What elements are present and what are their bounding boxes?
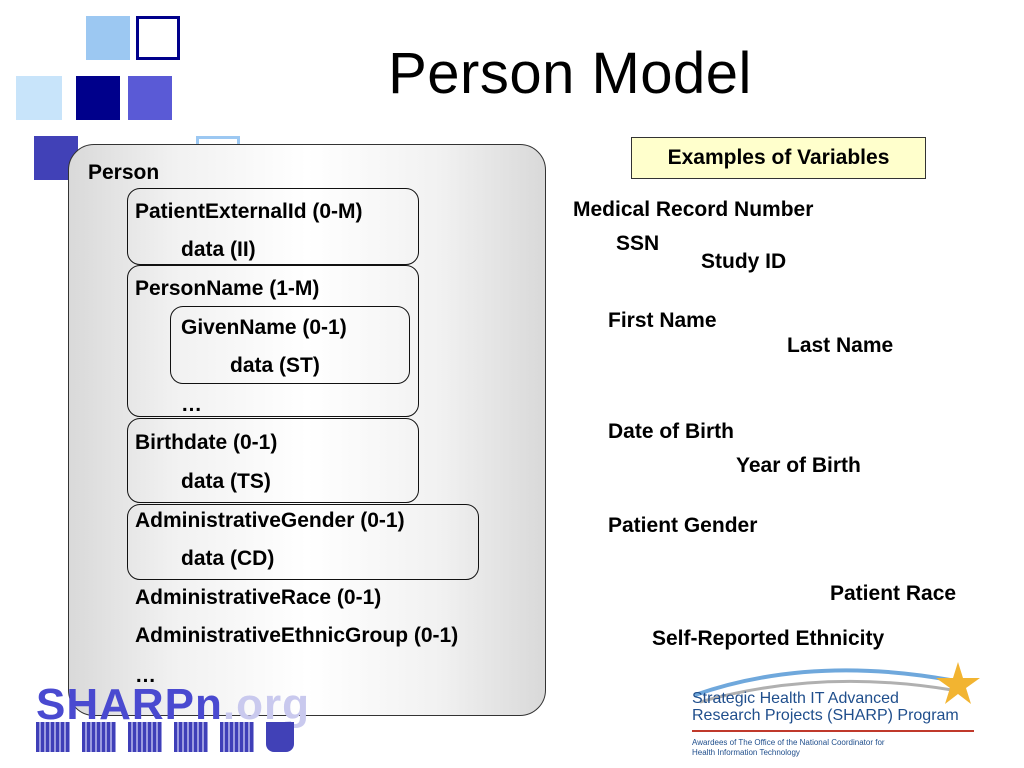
patient-external-id-box [127,188,419,265]
swoosh-grey-icon [699,679,953,704]
swoosh-icon [694,668,951,697]
model-line-data-st: data (ST) [230,354,320,377]
model-line-person: Person [88,161,160,184]
model-line-person-name: PersonName (1-M) [135,277,320,300]
star-icon [936,662,980,704]
logo-bar-6 [266,722,294,752]
sharpn-logo-bold: SHARPn [36,680,223,729]
variable-year-of-birth: Year of Birth [736,454,861,477]
awards-line-1: Awardees of The Office of the National C… [692,738,885,747]
model-line-administrative-ethnic-group: AdministrativeEthnicGroup (0-1) [135,624,459,647]
model-line-ellipsis-2: … [135,664,156,687]
decor-square-pale-1 [16,76,62,120]
decor-square-outline-1 [136,16,180,60]
person-name-box [127,265,419,417]
variable-last-name: Last Name [787,334,894,357]
birthdate-box [127,418,419,503]
logo-bar-1 [36,722,70,752]
model-line-administrative-gender: AdministrativeGender (0-1) [135,509,405,532]
sharp-swoosh-star-icon [694,662,980,704]
slide-title: Person Model [388,41,752,106]
variable-date-of-birth: Date of Birth [608,420,734,443]
program-line-2: Research Projects (SHARP) Program [692,707,959,724]
logo-bar-4 [174,722,208,752]
variable-self-reported-ethnicity: Self-Reported Ethnicity [652,627,885,650]
program-awards: Awardees of The Office of the National C… [692,738,885,758]
program-title: Strategic Health IT Advanced Research Pr… [692,690,959,724]
logo-bar-3 [128,722,162,752]
sharpn-logo-faded: .org [222,680,311,729]
model-line-data-cd: data (CD) [181,547,275,570]
variable-ssn: SSN [616,232,660,255]
decor-square-light-1 [86,16,130,60]
variable-patient-gender: Patient Gender [608,514,758,537]
model-line-birthdate: Birthdate (0-1) [135,431,278,454]
program-divider [692,730,974,732]
logo-bar-2 [82,722,116,752]
examples-header: Examples of Variables [631,137,926,179]
model-line-data-ts: data (TS) [181,470,271,493]
awards-line-2: Health Information Technology [692,748,800,757]
given-name-box [170,306,410,384]
program-line-1: Strategic Health IT Advanced [692,690,899,707]
decor-square-blue-1 [128,76,172,120]
decor-square-navy-1 [76,76,120,120]
logo-bar-5 [220,722,254,752]
model-line-data-ii: data (II) [181,238,256,261]
model-line-given-name: GivenName (0-1) [181,316,347,339]
variable-patient-race: Patient Race [830,582,957,605]
variable-study-id: Study ID [701,250,787,273]
sharpn-logo: SHARPn.org [36,680,310,730]
variable-medical-record-number: Medical Record Number [573,198,814,221]
model-line-ellipsis-1: … [181,393,202,416]
person-model-panel [68,144,546,716]
model-line-administrative-race: AdministrativeRace (0-1) [135,586,382,609]
model-line-patient-external-id: PatientExternalId (0-M) [135,200,363,223]
administrative-gender-box [127,504,479,580]
variable-first-name: First Name [608,309,717,332]
